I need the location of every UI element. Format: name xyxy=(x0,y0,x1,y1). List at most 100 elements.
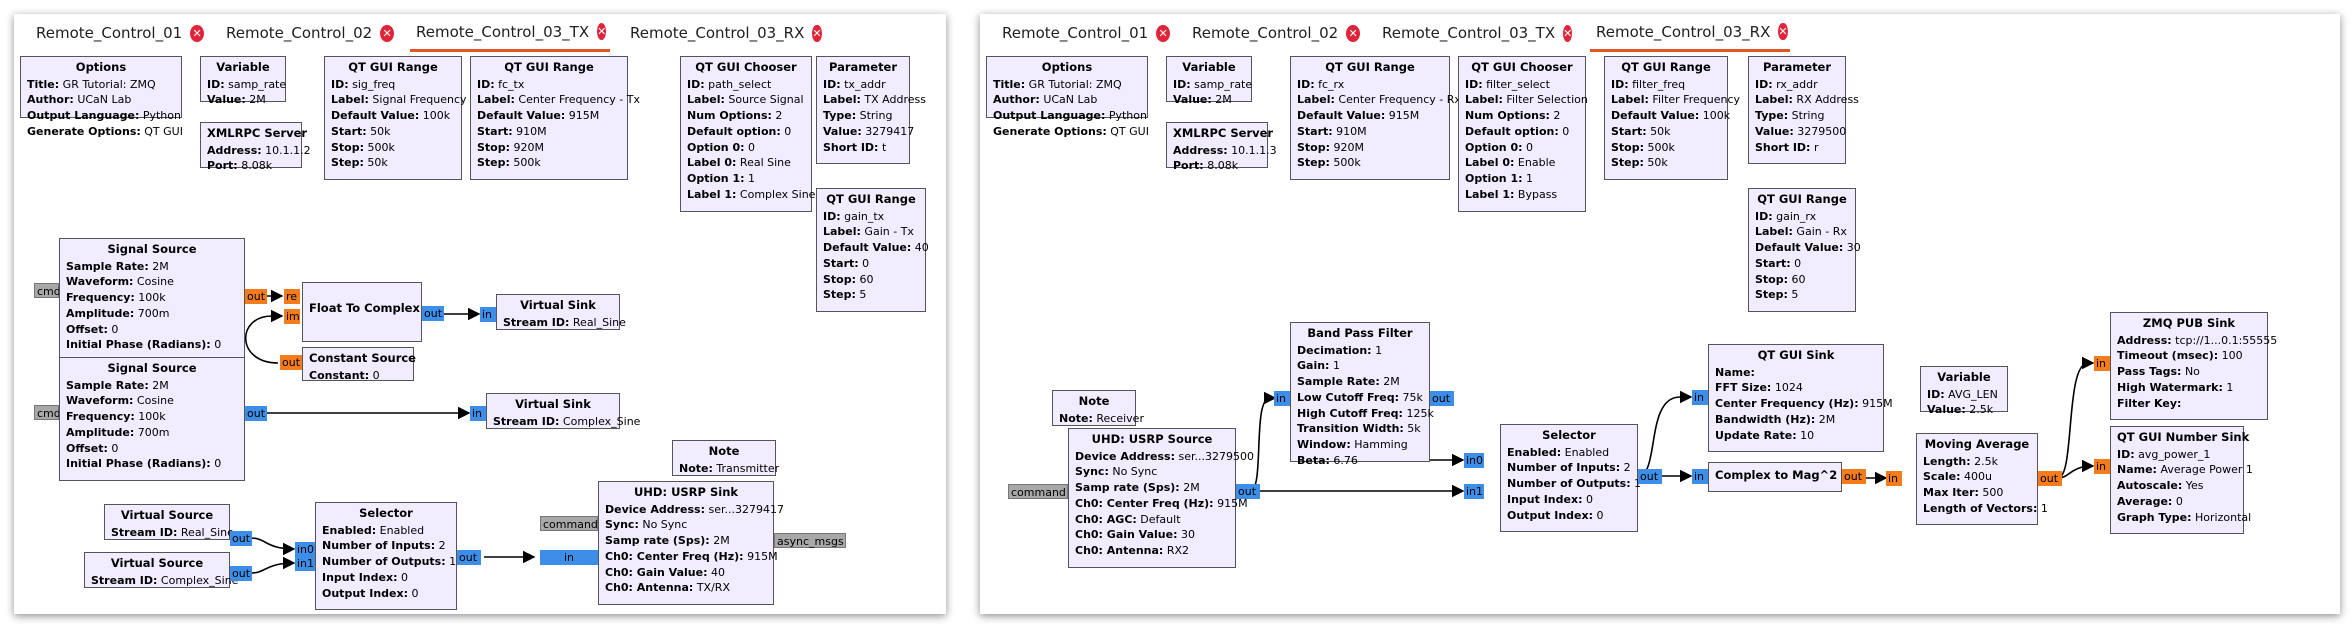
in-port[interactable]: in xyxy=(2094,356,2110,371)
block-title: Signal Source xyxy=(107,361,197,375)
in-port[interactable]: in xyxy=(1886,471,1902,486)
variable-block[interactable]: Variable ID: samp_rate Value: 2M xyxy=(200,56,286,106)
out-port[interactable]: out xyxy=(1638,469,1662,484)
param-row: Amplitude: 700m xyxy=(66,425,170,439)
param-row: Title: GR Tutorial: ZMQ xyxy=(993,77,1122,91)
tab-remote-control-03-rx[interactable]: Remote_Control_03_RX ✕ xyxy=(1590,14,1790,52)
command-port[interactable]: command xyxy=(540,516,598,531)
close-icon[interactable]: ✕ xyxy=(1156,24,1170,42)
tab-remote-control-02[interactable]: Remote_Control_02 ✕ xyxy=(1186,14,1366,52)
moving-average-block[interactable]: Moving Average Length: 2.5k Scale: 400u … xyxy=(1916,433,2048,525)
signal-source-block[interactable]: Signal Source Sample Rate: 2M Waveform: … xyxy=(59,357,245,481)
in0-port[interactable]: in0 xyxy=(1464,453,1484,468)
re-port[interactable]: re xyxy=(284,289,300,304)
close-icon[interactable]: ✕ xyxy=(1563,24,1573,42)
in-port[interactable]: in xyxy=(1692,469,1708,484)
out-port[interactable]: out xyxy=(1236,484,1260,499)
note-block[interactable]: Note Note: Receiver xyxy=(1052,390,1144,426)
close-icon[interactable]: ✕ xyxy=(812,24,822,42)
close-icon[interactable]: ✕ xyxy=(380,24,394,42)
virtual-sink-block[interactable]: Virtual Sink Stream ID: Complex_Sine xyxy=(486,393,640,429)
selector-block[interactable]: Selector Enabled: Enabled Number of Inpu… xyxy=(1500,424,1641,532)
tab-remote-control-03-tx[interactable]: Remote_Control_03_TX ✕ xyxy=(410,14,610,52)
qt-gui-range-block[interactable]: QT GUI Range ID: fc_tx Label: Center Fre… xyxy=(470,56,640,180)
in0-port[interactable]: in0 xyxy=(295,542,315,557)
signal-source-block[interactable]: Signal Source Sample Rate: 2M Waveform: … xyxy=(59,238,245,362)
qt-gui-number-sink-block[interactable]: QT GUI Number Sink ID: avg_power_1 Name:… xyxy=(2110,426,2253,534)
tab-remote-control-01[interactable]: Remote_Control_01 ✕ xyxy=(996,14,1176,52)
cmd-port[interactable]: cmd xyxy=(34,283,61,298)
command-port[interactable]: command xyxy=(1008,484,1068,499)
qt-gui-range-block[interactable]: QT GUI Range ID: gain_rx Label: Gain - R… xyxy=(1748,188,1861,312)
param-row: Output Language: Python xyxy=(993,109,1147,123)
param-row: Default Value: 100k xyxy=(331,109,451,123)
qt-gui-chooser-block[interactable]: QT GUI Chooser ID: filter_select Label: … xyxy=(1458,56,1588,212)
in1-port[interactable]: in1 xyxy=(295,556,315,571)
close-icon[interactable]: ✕ xyxy=(1778,23,1788,40)
usrp-sink-block[interactable]: UHD: USRP Sink Device Address: ser...327… xyxy=(598,481,784,605)
out-port[interactable]: out xyxy=(1430,391,1454,406)
out-port[interactable]: out xyxy=(245,289,267,304)
param-row: Label: Filter Selection xyxy=(1465,93,1588,107)
out-port[interactable]: out xyxy=(245,406,267,421)
in-port[interactable]: in xyxy=(2094,459,2110,474)
qt-gui-range-block[interactable]: QT GUI Range ID: fc_rx Label: Center Fre… xyxy=(1290,56,1461,180)
xmlrpc-server-block[interactable]: XMLRPC Server Address: 10.1.1.2 Port: 8.… xyxy=(200,122,311,172)
param-row: Port: 8.08k xyxy=(207,159,273,173)
close-icon[interactable]: ✕ xyxy=(597,23,607,40)
in1-port[interactable]: in1 xyxy=(1464,484,1484,499)
in-port[interactable]: in xyxy=(540,550,598,565)
in-port[interactable]: in xyxy=(470,406,486,421)
usrp-source-block[interactable]: UHD: USRP Source Device Address: ser...3… xyxy=(1068,428,1254,568)
close-icon[interactable]: ✕ xyxy=(1346,24,1360,42)
virtual-source-block[interactable]: Virtual Source Stream ID: Complex_Sine xyxy=(84,552,238,588)
options-block[interactable]: Options Title: GR Tutorial: ZMQ Author: … xyxy=(986,56,1149,138)
complex-to-mag-squared-block[interactable]: Complex to Mag^2 xyxy=(1708,462,1842,492)
flowgraph-canvas[interactable]: Options Title: GR Tutorial: ZMQ Author: … xyxy=(14,54,946,614)
out-port[interactable]: out xyxy=(2038,471,2062,486)
parameter-block[interactable]: Parameter ID: rx_addr Label: RX Address … xyxy=(1748,56,1859,164)
flowgraph-canvas[interactable]: Options Title: GR Tutorial: ZMQ Author: … xyxy=(980,54,2340,614)
close-icon[interactable]: ✕ xyxy=(190,24,204,42)
in-port[interactable]: in xyxy=(1274,391,1290,406)
qt-gui-sink-block[interactable]: QT GUI Sink Name: FFT Size: 1024 Center … xyxy=(1708,344,1893,452)
im-port[interactable]: im xyxy=(284,309,300,324)
selector-block[interactable]: Selector Enabled: Enabled Number of Inpu… xyxy=(315,502,457,610)
tab-remote-control-02[interactable]: Remote_Control_02 ✕ xyxy=(220,14,400,52)
qt-gui-range-block[interactable]: QT GUI Range ID: gain_tx Label: Gain - T… xyxy=(816,188,929,312)
virtual-source-block[interactable]: Virtual Source Stream ID: Real_Sine xyxy=(104,504,234,540)
tab-remote-control-03-rx[interactable]: Remote_Control_03_RX ✕ xyxy=(624,14,824,52)
out-port[interactable]: out xyxy=(280,355,302,370)
band-pass-filter-block[interactable]: Band Pass Filter Decimation: 1 Gain: 1 S… xyxy=(1290,322,1434,467)
options-block[interactable]: Options Title: GR Tutorial: ZMQ Author: … xyxy=(20,56,183,138)
qt-gui-range-block[interactable]: QT GUI Range ID: filter_freq Label: Filt… xyxy=(1604,56,1740,180)
wire xyxy=(250,556,296,574)
zmq-pub-sink-block[interactable]: ZMQ PUB Sink Address: tcp://1...0.1:5555… xyxy=(2110,312,2277,420)
qt-gui-range-block[interactable]: QT GUI Range ID: sig_freq Label: Signal … xyxy=(324,56,467,180)
constant-source-block[interactable]: Constant Source Constant: 0 xyxy=(302,347,416,382)
in-port[interactable]: in xyxy=(480,307,496,322)
async-msgs-port[interactable]: async_msgs xyxy=(774,533,846,548)
note-block[interactable]: Note Note: Transmitter xyxy=(672,440,779,476)
out-port[interactable]: out xyxy=(422,306,444,321)
param-row: Name: xyxy=(1715,365,1755,379)
tab-label: Remote_Control_03_RX xyxy=(1596,22,1771,41)
parameter-block[interactable]: Parameter ID: tx_addr Label: TX Address … xyxy=(816,56,926,164)
xmlrpc-server-block[interactable]: XMLRPC Server Address: 10.1.1.3 Port: 8.… xyxy=(1166,122,1277,172)
out-port[interactable]: out xyxy=(1842,469,1866,484)
virtual-sink-block[interactable]: Virtual Sink Stream ID: Real_Sine xyxy=(496,294,626,330)
param-row: Label: Center Frequency - Rx xyxy=(1297,93,1461,107)
in-port[interactable]: in xyxy=(1692,390,1708,405)
out-port[interactable]: out xyxy=(230,566,252,581)
variable-block[interactable]: Variable ID: AVG_LEN Value: 2.5k xyxy=(1920,366,2008,416)
out-port[interactable]: out xyxy=(457,550,481,565)
block-title: XMLRPC Server xyxy=(1173,126,1274,140)
variable-block[interactable]: Variable ID: samp_rate Value: 2M xyxy=(1166,56,1252,106)
float-to-complex-block[interactable]: Float To Complex xyxy=(302,282,422,342)
tab-remote-control-01[interactable]: Remote_Control_01 ✕ xyxy=(30,14,210,52)
out-port[interactable]: out xyxy=(230,531,252,546)
cmd-port[interactable]: cmd xyxy=(34,405,61,420)
param-row: Stream ID: Real_Sine xyxy=(503,315,626,329)
tab-remote-control-03-tx[interactable]: Remote_Control_03_TX ✕ xyxy=(1376,14,1576,52)
qt-gui-chooser-block[interactable]: QT GUI Chooser ID: path_select Label: So… xyxy=(680,56,815,212)
